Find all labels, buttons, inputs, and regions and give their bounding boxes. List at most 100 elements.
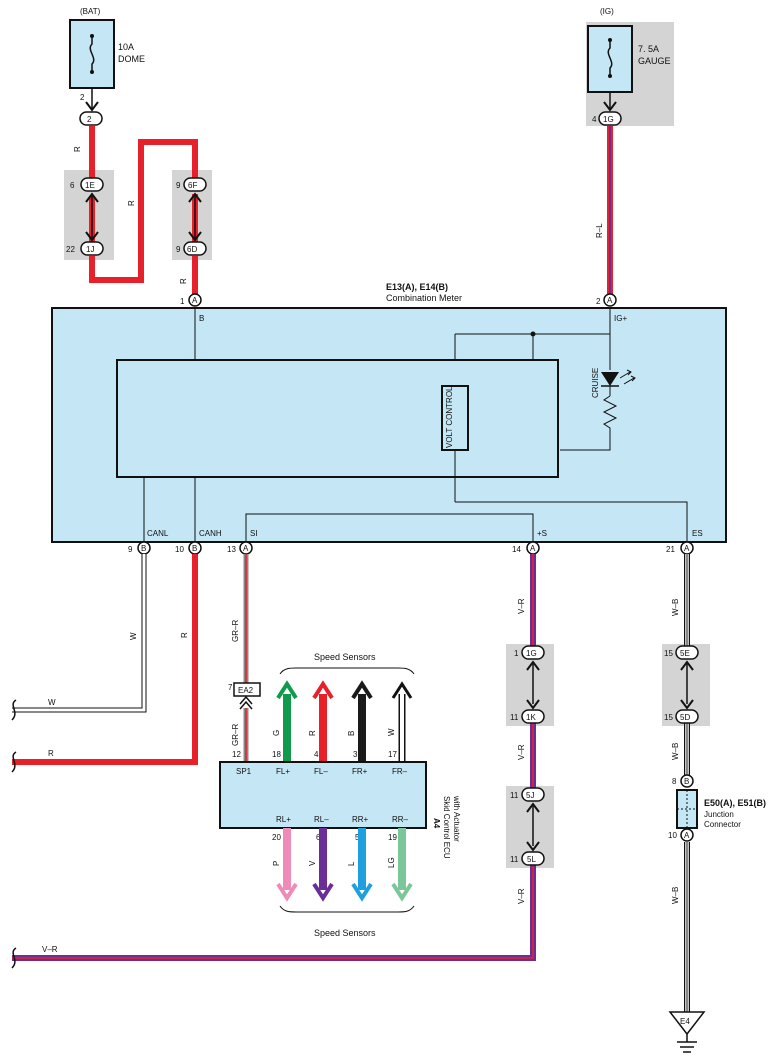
ecu-pin-frminus-label: FR– [392,767,408,776]
cruise-resistor-icon [560,395,618,451]
speed-sensors-bottom-label: Speed Sensors [314,928,376,938]
ea2-label: EA2 [238,686,254,695]
svg-text:9: 9 [128,545,133,554]
rl-plus-arrow [276,882,298,902]
wire-w [12,554,147,713]
meter-pin-si-label: SI [250,529,258,538]
svg-text:A: A [684,831,690,840]
meter-pin-ig-label: IG+ [614,314,627,323]
ecu-sub: with Actuator [452,795,461,842]
wire-break-vr [11,947,17,969]
svg-text:15: 15 [664,713,673,722]
ecu-pin-rlplus-label: RL+ [276,815,291,824]
jconn-name2: Connector [704,820,741,829]
svg-text:8: 8 [672,777,677,786]
wire-label-r1: R [73,146,82,152]
wire-label-vr1: V–R [517,598,526,614]
cruise-led-icon [601,372,619,386]
wire-label-rl: R–L [595,223,604,238]
wire-r-canh [12,554,198,765]
joint-5e-5d: 15 5E 15 5D [664,645,699,724]
meter-pin2-num: 2 [596,297,601,306]
svg-text:1G: 1G [526,649,537,658]
wire-label-wb2: W–B [671,743,680,760]
wire-break-r [11,751,17,773]
wire-label-r4: R [180,632,189,638]
meter-pin2-conn [603,293,617,307]
rr-minus-arrow [391,882,413,902]
wire-label-vr2: V–R [517,744,526,760]
gauge-pin-num: 4 [592,115,597,124]
ecu-pin-12: 12 [232,750,241,759]
meter-pin1-conn [188,293,202,307]
svg-text:6F: 6F [188,181,197,190]
wire-label-g: G [272,730,281,736]
svg-text:14: 14 [512,545,521,554]
ecu-pin-3: 3 [353,750,358,759]
wire-label-w2: W [48,698,56,707]
jconn-title: E50(A), E51(B) [704,798,766,808]
svg-text:15: 15 [664,649,673,658]
ecu-pin-5: 5 [355,833,360,842]
wire-label-vr4: V–R [42,945,58,954]
wire-label-vr3: V–R [517,888,526,904]
svg-text:6D: 6D [187,245,197,254]
wire-label-p: P [272,861,281,866]
rl-minus-arrow [312,882,334,902]
wire-break-w [11,699,17,721]
gauge-connector [598,111,622,126]
meter-pin-es-label: ES [692,529,703,538]
speed-sensors-top-label: Speed Sensors [314,652,376,662]
wire-label-wb3: W–B [671,887,680,904]
ea2-connector [233,682,261,697]
svg-text:6: 6 [70,181,75,190]
joint-6f: 9 6F [176,177,207,242]
wire-label-r6: R [308,730,317,736]
speed-sensors-top-bracket [279,667,415,675]
meter-pin-14a: 14 A [512,541,540,555]
meter-pin-b-label: B [199,314,204,323]
ground-e4-label: E4 [680,1017,690,1026]
ecu-pin-20: 20 [272,833,281,842]
ecu-pin-flminus-label: FL– [314,767,328,776]
fl-minus-arrow [312,680,334,700]
meter-pin-21a: 21 A [666,541,694,555]
svg-text:22: 22 [66,245,75,254]
svg-text:5L: 5L [527,855,536,864]
dome-connector [79,111,103,126]
wire-label-grr1: GR–R [231,620,240,642]
ground-e4-symbol [668,1011,706,1036]
svg-text:5E: 5E [680,649,690,658]
svg-text:13: 13 [227,545,236,554]
gauge-fuse-rating: 7. 5A [638,44,659,54]
wire-label-w1: W [129,632,138,640]
joint-5j-5l: 11 5J 11 5L [510,787,545,866]
volt-control-box [441,385,469,451]
meter-pin-canl-label: CANL [147,529,169,538]
svg-text:1J: 1J [86,245,94,254]
ea2-pin-num: 7 [228,683,233,692]
ecu-pin-frplus-label: FR+ [352,767,368,776]
meter-subtitle: Combination Meter [386,293,462,303]
ecu-pin-rrplus-label: RR+ [352,815,369,824]
ecu-pin-flplus-label: FL+ [276,767,290,776]
meter-pin1-num: 1 [180,297,185,306]
meter-pin1-conn-label: A [192,296,198,305]
cruise-label: CRUISE [591,368,600,398]
meter-pin-s-label: +S [537,529,547,538]
svg-text:B: B [192,544,197,553]
volt-control-label: VOLT CONTROL [445,386,454,448]
wire-label-w3: W [387,728,396,736]
svg-text:A: A [243,544,249,553]
ecu-pin-17: 17 [388,750,397,759]
svg-text:21: 21 [666,545,675,554]
ecu-pin-18: 18 [272,750,281,759]
svg-text:B: B [684,777,689,786]
fr-minus-arrow [391,681,413,699]
ecu-id: A4 [432,818,441,829]
svg-text:A: A [684,544,690,553]
ecu-pin-rrminus-label: RR– [392,815,409,824]
ecu-pin-19: 19 [388,833,397,842]
meter-inner-box [116,359,559,478]
